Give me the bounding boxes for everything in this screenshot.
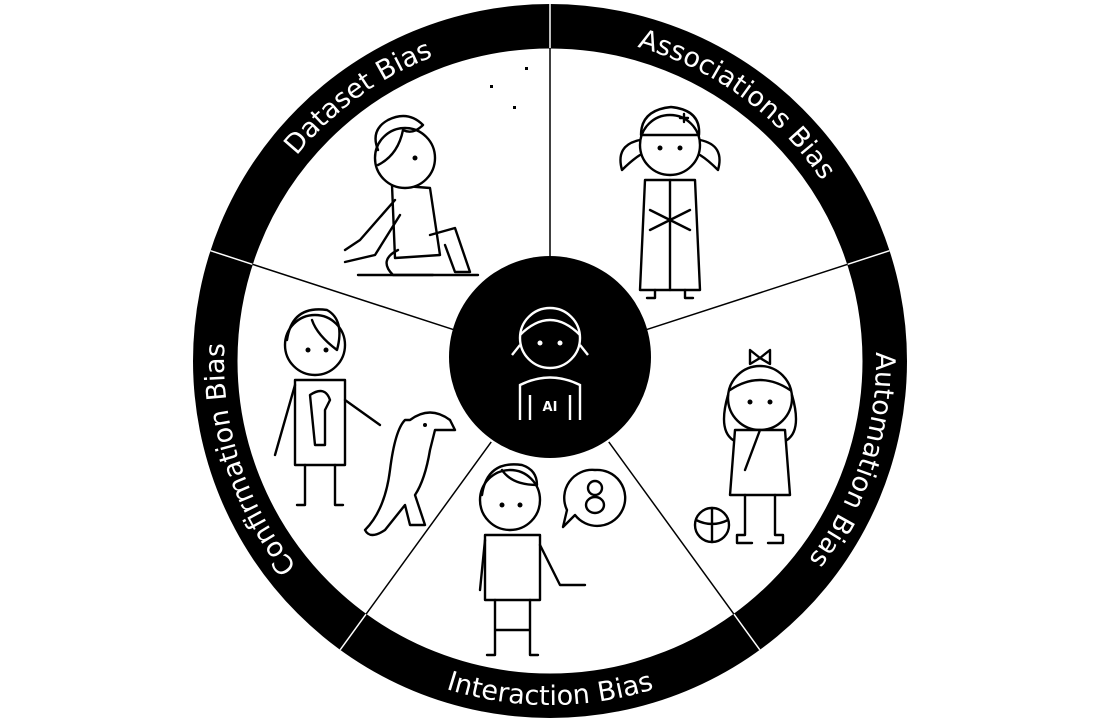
child-sitting-icon	[343, 67, 528, 277]
segment-dividers	[210, 4, 890, 651]
boy-with-teddy-bear-icon	[478, 463, 627, 657]
ring-divider	[733, 613, 761, 651]
girl-with-ball-icon	[693, 348, 798, 545]
ring-divider	[210, 249, 253, 265]
boy-with-dinosaur-icon	[273, 308, 457, 537]
ring-divider	[847, 249, 890, 265]
center-ai-label: AI	[543, 400, 558, 415]
ai-child-icon: AI	[449, 256, 651, 458]
girl-nurse-icon	[619, 105, 721, 300]
ring-divider	[339, 613, 367, 651]
